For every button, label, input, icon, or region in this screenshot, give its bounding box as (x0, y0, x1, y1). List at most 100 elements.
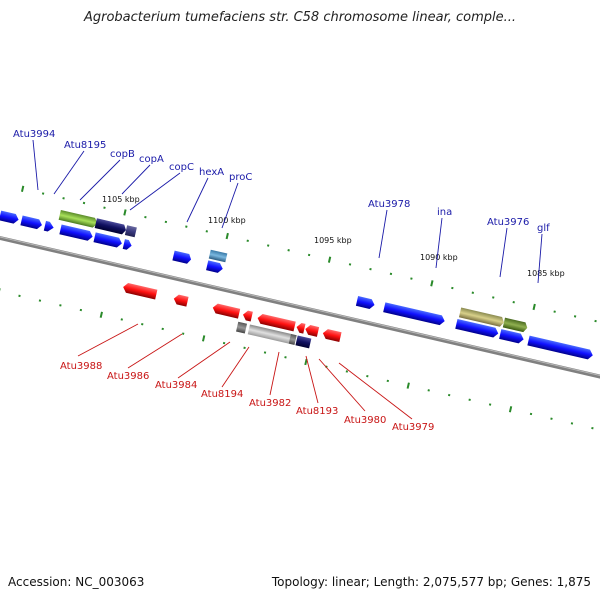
gene-feature[interactable] (295, 322, 306, 334)
scale-tick (123, 209, 127, 216)
scale-tick (553, 310, 556, 313)
gene-label[interactable]: proC (229, 172, 252, 183)
scale-ticks-top (20, 185, 597, 323)
scale-tick (345, 370, 349, 373)
map-title: Agrobacterium tumefaciens str. C58 chrom… (83, 10, 517, 25)
gene-label[interactable]: Atu3979 (392, 422, 434, 433)
scale-tick (41, 192, 45, 195)
scale-label: 1085 kbp (527, 269, 565, 278)
scale-label: 1100 kbp (208, 216, 246, 225)
gene-feature[interactable] (288, 333, 297, 345)
gene-label[interactable]: copB (110, 149, 135, 160)
scale-tick (427, 389, 430, 392)
scale-tick (410, 277, 413, 280)
gene-label[interactable]: glf (537, 223, 550, 234)
scale-tick (164, 220, 168, 224)
gene-label[interactable]: Atu3988 (60, 361, 102, 372)
gene-feature[interactable] (0, 210, 20, 225)
scale-tick (471, 291, 474, 294)
accession-text: Accession: NC_003063 (8, 575, 145, 589)
scale-tick (222, 341, 226, 345)
scale-tick (161, 327, 164, 331)
scale-tick (246, 239, 249, 242)
gene-feature[interactable] (58, 209, 99, 229)
scale-label: 1090 kbp (420, 253, 458, 262)
scale-tick (243, 346, 246, 350)
scale-tick (82, 201, 86, 205)
gene-feature[interactable] (499, 329, 525, 344)
gene-label[interactable]: Atu3994 (13, 129, 55, 140)
scale-tick (529, 412, 533, 416)
gene-feature[interactable] (527, 335, 594, 361)
gene-feature[interactable] (208, 249, 228, 263)
reverse-labels (77, 323, 413, 420)
scale-tick (266, 244, 270, 247)
scale-tick (447, 393, 451, 397)
reverse-strand (122, 282, 342, 349)
gene-feature[interactable] (355, 296, 376, 310)
forward-labels (32, 139, 543, 284)
gene-feature[interactable] (455, 318, 499, 338)
gene-label[interactable]: Atu3976 (487, 217, 529, 228)
gene-feature[interactable] (458, 307, 505, 328)
scale-tick (59, 304, 62, 307)
gene-label[interactable]: Atu8194 (201, 389, 243, 400)
gene-feature[interactable] (206, 260, 224, 273)
gene-feature[interactable] (383, 302, 446, 326)
scale-tick (366, 374, 369, 378)
chromosome-backbone (0, 231, 600, 384)
gene-feature[interactable] (93, 232, 123, 248)
scale-tick (451, 286, 454, 290)
scale-tick (386, 379, 389, 383)
gene-label[interactable]: Atu8195 (64, 140, 106, 151)
scale-tick (205, 230, 208, 233)
scale-tick (79, 308, 83, 312)
gene-label[interactable]: ina (437, 207, 452, 218)
gene-feature[interactable] (173, 294, 189, 307)
gene-feature[interactable] (124, 225, 137, 238)
gene-feature[interactable] (122, 239, 133, 251)
scale-tick (369, 267, 372, 271)
scale-tick (468, 398, 471, 401)
gene-feature[interactable] (322, 328, 342, 342)
gene-feature[interactable] (94, 218, 127, 235)
scale-tick (508, 406, 513, 413)
gene-feature[interactable] (502, 317, 529, 333)
gene-label[interactable]: Atu3984 (155, 380, 197, 391)
gene-feature[interactable] (59, 224, 93, 242)
gene-label[interactable]: copC (169, 162, 194, 173)
scale-tick (307, 253, 311, 257)
scale-tick (0, 287, 1, 295)
gene-feature[interactable] (212, 303, 241, 319)
gene-feature[interactable] (304, 324, 320, 337)
scale-tick (573, 315, 577, 318)
scale-tick (141, 323, 144, 326)
scale-tick (492, 296, 495, 299)
gene-feature[interactable] (122, 282, 158, 300)
gene-label[interactable]: hexA (199, 167, 224, 178)
scale-tick (185, 225, 188, 228)
scale-tick (18, 294, 21, 298)
scale-tick (570, 422, 574, 425)
gene-label[interactable]: Atu3982 (249, 398, 291, 409)
gene-feature[interactable] (242, 310, 253, 322)
gene-feature[interactable] (172, 250, 192, 265)
gene-label[interactable]: copA (139, 154, 164, 165)
gene-feature[interactable] (236, 321, 248, 334)
gene-label[interactable]: Atu8193 (296, 406, 338, 417)
scale-tick (287, 249, 290, 252)
scale-tick (103, 206, 106, 209)
gene-feature[interactable] (295, 335, 312, 349)
gene-label[interactable]: Atu3980 (344, 415, 386, 426)
gene-feature[interactable] (256, 313, 296, 332)
gene-label[interactable]: Atu3986 (107, 371, 149, 382)
gene-label[interactable]: Atu3978 (368, 199, 410, 210)
scale-tick (348, 263, 352, 266)
forward-gene-labels: Atu3994 Atu8195 copB copA copC hexA proC… (13, 129, 550, 234)
gene-feature[interactable] (20, 215, 43, 230)
gene-feature[interactable] (247, 324, 291, 344)
scale-tick (389, 272, 393, 276)
scale-tick (62, 197, 65, 200)
gene-feature[interactable] (43, 220, 55, 233)
